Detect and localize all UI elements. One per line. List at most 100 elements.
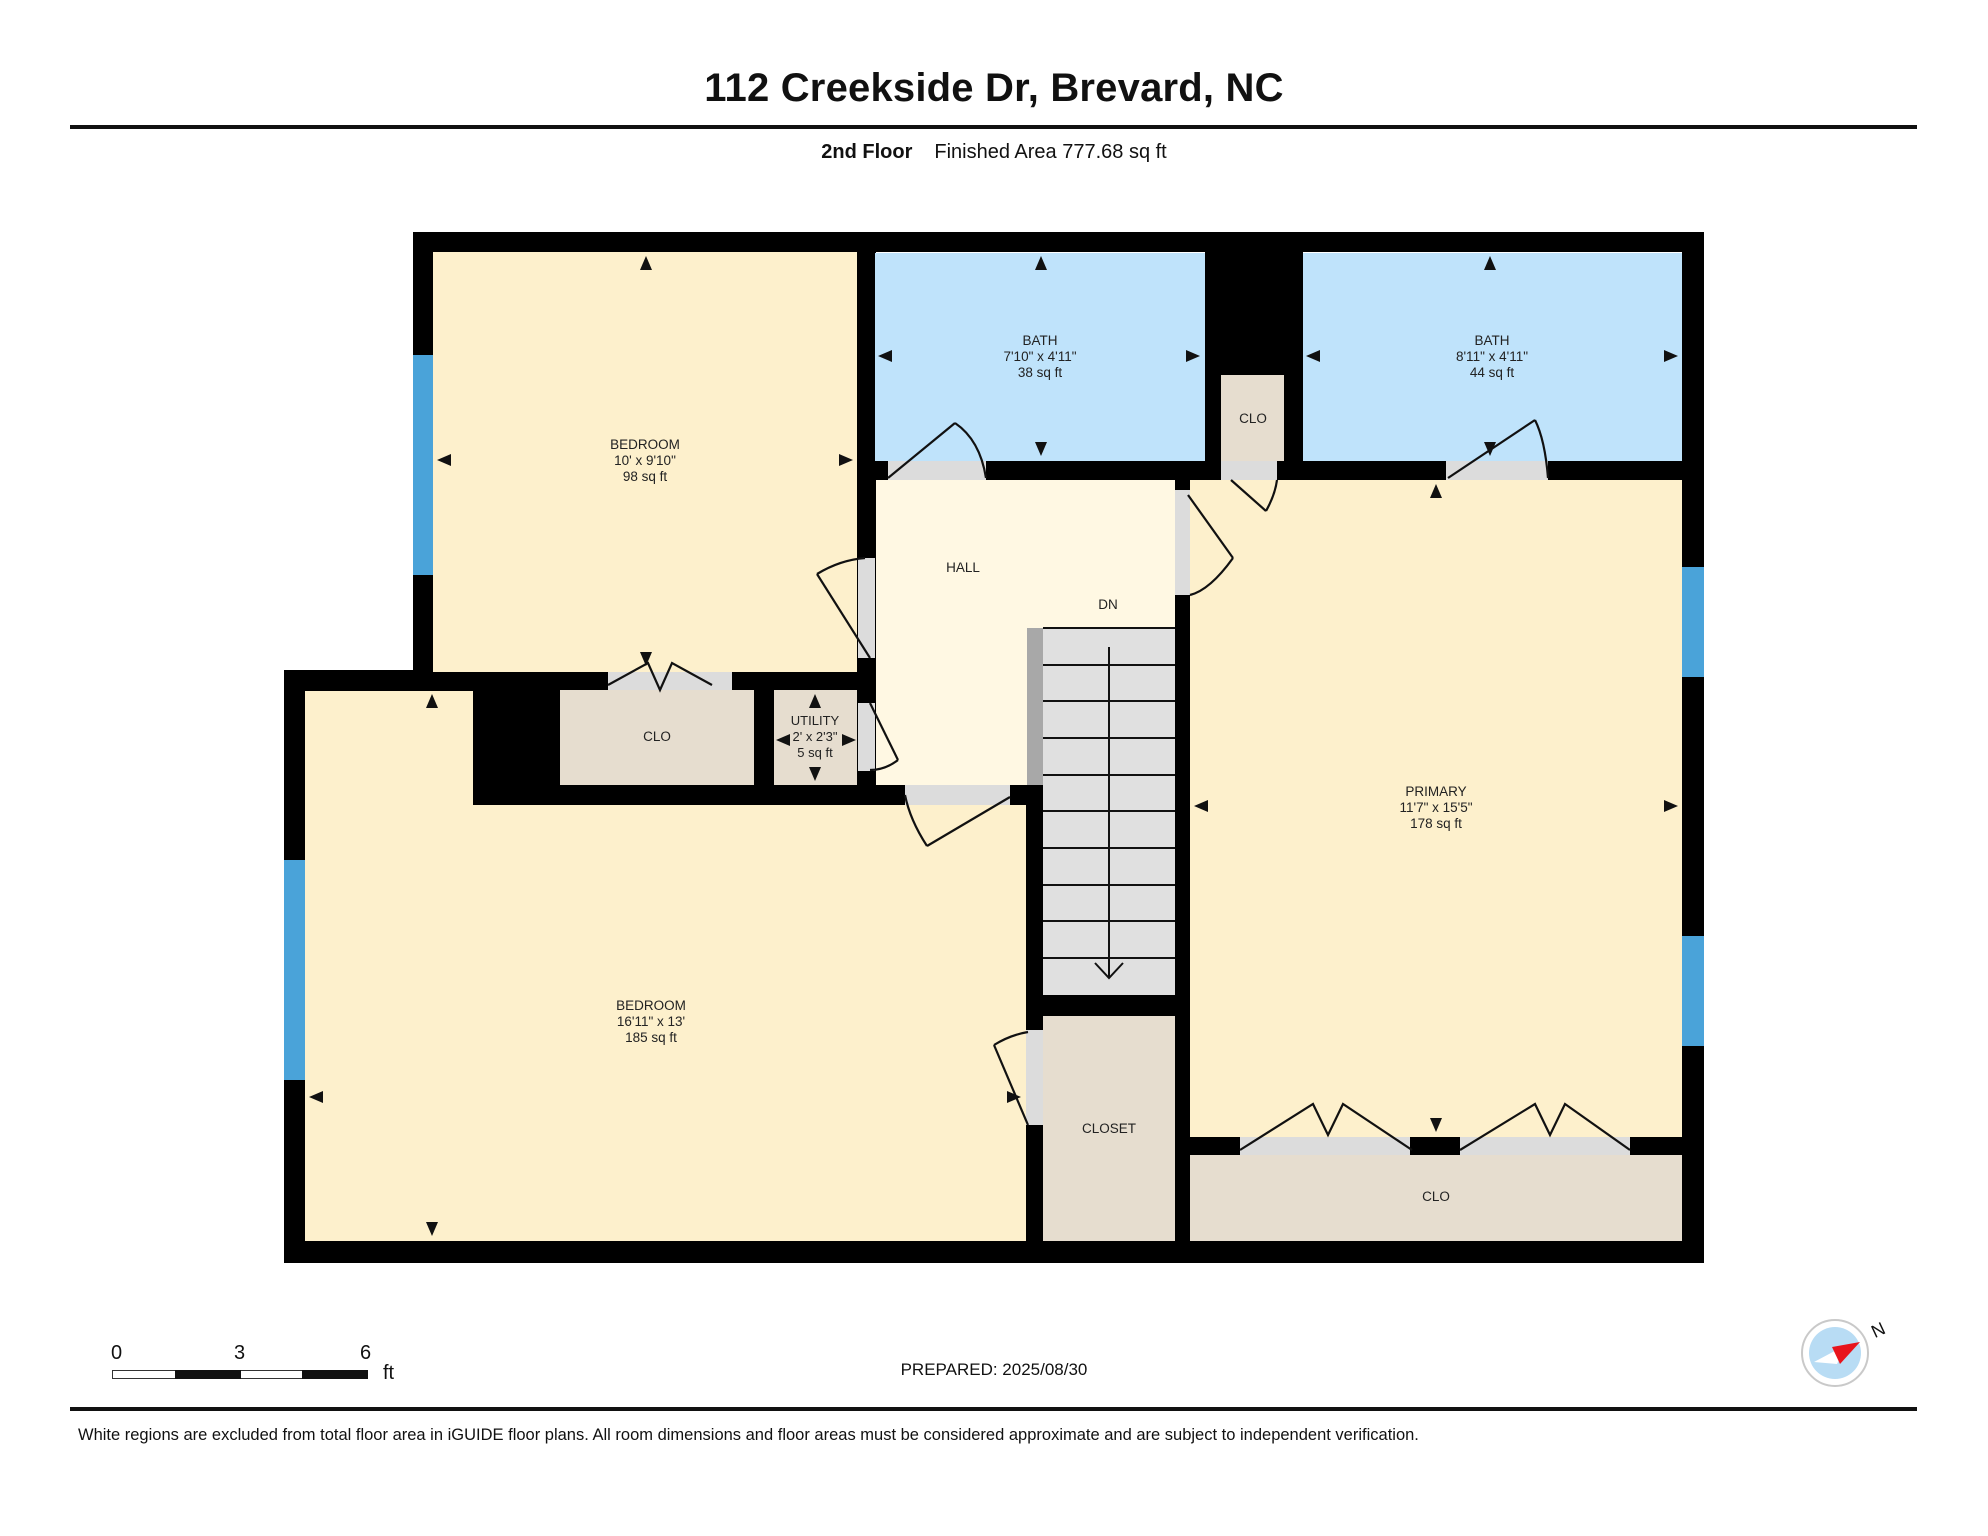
room-label-clo-small: CLO [1239, 411, 1267, 427]
room-area: 178 sq ft [1410, 816, 1462, 831]
room-label-bedroom-2: BEDROOM 16'11" x 13' 185 sq ft [616, 998, 686, 1046]
door-bedroom-1[interactable] [858, 558, 875, 658]
wall [1205, 252, 1303, 375]
room-label-clo-primary: CLO [1422, 1189, 1450, 1205]
room-name: BEDROOM [610, 437, 680, 452]
dimension-arrow-icon [426, 694, 438, 708]
dimension-arrow-icon [1306, 350, 1320, 362]
door-bath-1[interactable] [888, 461, 986, 480]
window-primary-upper [1682, 567, 1704, 677]
room-bedroom-1[interactable] [433, 252, 857, 672]
dimension-arrow-icon [640, 256, 652, 270]
room-clo-small[interactable] [1221, 375, 1284, 461]
dimension-arrow-icon [1035, 256, 1047, 270]
room-label-bath-1: BATH 7'10" x 4'11" 38 sq ft [1003, 333, 1076, 381]
wall [284, 1241, 1704, 1263]
room-bath-1[interactable] [875, 253, 1205, 461]
window-primary-lower [1682, 936, 1704, 1046]
room-area: 5 sq ft [797, 745, 833, 760]
room-clo-primary[interactable] [1190, 1155, 1682, 1241]
room-name: CLOSET [1081, 1121, 1137, 1136]
dimension-arrow-icon [309, 1091, 323, 1103]
wall [284, 670, 434, 691]
stair-rail [1027, 628, 1043, 785]
room-label-bedroom-1: BEDROOM 10' x 9'10" 98 sq ft [610, 437, 680, 485]
room-bedroom-2-nook [305, 691, 473, 805]
dimension-arrow-icon [842, 734, 856, 746]
room-bath-2[interactable] [1303, 253, 1682, 461]
room-closet[interactable] [1043, 1016, 1175, 1241]
room-dims: 2' x 2'3" [792, 729, 838, 744]
door-closet[interactable] [1026, 1030, 1043, 1125]
finished-area: Finished Area 777.68 sq ft [934, 141, 1167, 163]
window-bedroom-2 [284, 860, 305, 1080]
room-area: 185 sq ft [625, 1030, 677, 1045]
door-utility[interactable] [858, 703, 875, 771]
dimension-arrow-icon [1484, 256, 1496, 270]
room-label-primary: PRIMARY 11'7" x 15'5" 178 sq ft [1399, 784, 1472, 832]
room-name: PRIMARY [1405, 784, 1467, 799]
room-dims: 10' x 9'10" [614, 453, 676, 468]
door-clo-small[interactable] [1221, 461, 1277, 480]
dimension-arrow-icon [839, 454, 853, 466]
page-title: 112 Creekside Dr, Brevard, NC [704, 66, 1284, 110]
scale-bar-segment [302, 1370, 368, 1379]
compass-icon [1800, 1318, 1870, 1388]
wall [857, 252, 876, 805]
disclaimer: White regions are excluded from total fl… [78, 1426, 1419, 1444]
door-primary[interactable] [1175, 490, 1190, 595]
room-label-closet: CLOSET [1082, 1121, 1136, 1137]
dimension-arrow-icon [1484, 442, 1496, 456]
dimension-arrow-icon [878, 350, 892, 362]
room-bedroom-2[interactable] [305, 805, 1026, 1241]
window-bedroom-1 [413, 355, 433, 575]
scale-unit: ft [383, 1362, 395, 1384]
title-divider [70, 125, 1917, 129]
wall [473, 785, 1043, 805]
dimension-arrow-icon [426, 1222, 438, 1236]
room-name: CLO [643, 729, 671, 744]
door-bath-2[interactable] [1446, 461, 1548, 480]
dimension-arrow-icon [1430, 484, 1442, 498]
dimension-arrow-icon [1430, 1118, 1442, 1132]
room-name: CLO [1239, 411, 1267, 426]
wall [1205, 375, 1221, 465]
wall [754, 690, 774, 790]
room-clo-middle[interactable] [560, 690, 754, 785]
prepared-date: PREPARED: 2025/08/30 [900, 1360, 1088, 1379]
room-dims: 11'7" x 15'5" [1399, 800, 1473, 815]
scale-tick-3: 3 [234, 1342, 246, 1364]
room-name: BATH [1022, 333, 1058, 348]
room-label-hall: HALL [946, 560, 980, 576]
wall [1043, 995, 1175, 1016]
footer-divider [70, 1407, 1917, 1411]
room-dims: 7'10" x 4'11" [1003, 349, 1077, 364]
room-area: 98 sq ft [622, 469, 668, 484]
room-label-utility: UTILITY 2' x 2'3" 5 sq ft [791, 713, 839, 761]
stairs-direction: DN [1098, 597, 1118, 612]
dimension-arrow-icon [1186, 350, 1200, 362]
room-name: BEDROOM [616, 998, 686, 1013]
dimension-arrow-icon [1664, 350, 1678, 362]
room-dims: 16'11" x 13' [616, 1014, 686, 1029]
room-area: 44 sq ft [1469, 365, 1515, 380]
dimension-arrow-icon [809, 767, 821, 781]
dimension-arrow-icon [1194, 800, 1208, 812]
door-clo-primary-left[interactable] [1240, 1137, 1410, 1155]
room-label-bath-2: BATH 8'11" x 4'11" 44 sq ft [1456, 333, 1528, 381]
stairs-label: DN [1098, 597, 1118, 613]
room-name: UTILITY [790, 713, 840, 728]
scale-tick-0: 0 [111, 1342, 123, 1364]
dimension-arrow-icon [1007, 1091, 1021, 1103]
wall [1026, 785, 1043, 1241]
scale-bar-segment [175, 1370, 241, 1379]
wall [413, 232, 1704, 252]
door-clo-primary-right[interactable] [1460, 1137, 1630, 1155]
room-primary[interactable] [1190, 480, 1682, 1137]
room-area: 38 sq ft [1017, 365, 1063, 380]
dimension-arrow-icon [809, 694, 821, 708]
door-bedroom-2[interactable] [905, 785, 1010, 805]
dimension-arrow-icon [437, 454, 451, 466]
door-clo-middle[interactable] [608, 672, 732, 690]
